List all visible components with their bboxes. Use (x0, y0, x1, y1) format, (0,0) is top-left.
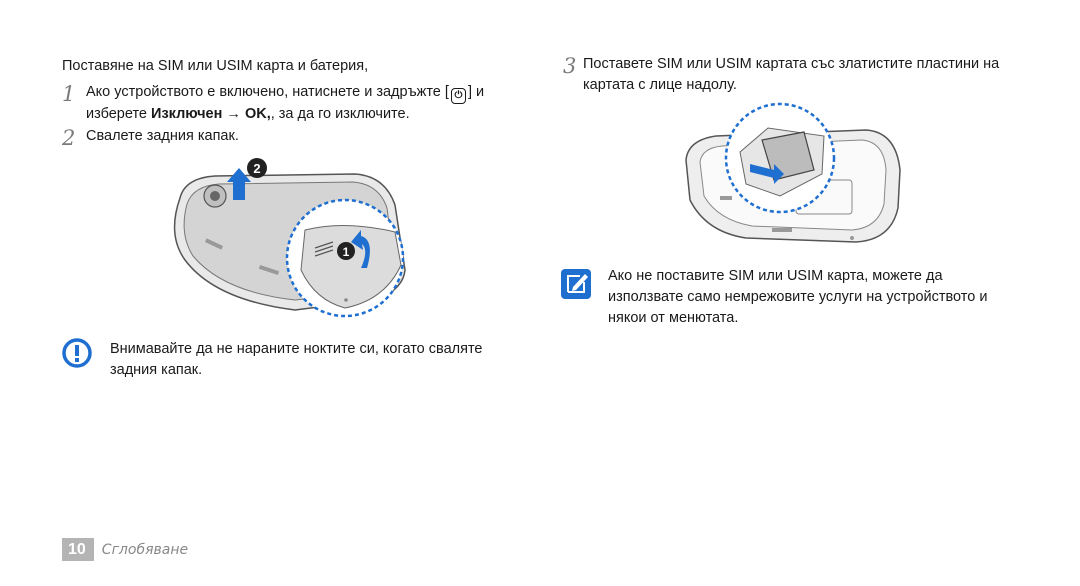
callout-2 (247, 158, 267, 178)
step-2-text: Свалете задния капак. (86, 128, 239, 144)
step-3-text: Поставете SIM или USIM картата със злати… (583, 54, 1023, 96)
side-key-2 (258, 265, 280, 275)
ok-option: OK, (244, 106, 271, 122)
insert-sim-illustration (685, 102, 901, 243)
remove-back-cover-illustration: 2 1 (173, 158, 406, 318)
insert-arrow-icon (750, 164, 784, 184)
note-line-3: някои от менютата. (608, 310, 739, 326)
note-text: Ако не поставите SIM или USIM карта, мож… (608, 266, 1038, 329)
pry-arrow-icon (351, 230, 370, 268)
side-key (204, 238, 224, 250)
page-number: 10 (62, 538, 94, 561)
caution-line-1: Внимавайте да не нараните ноктите си, ко… (110, 341, 483, 357)
step-1-line-2: изберете Изключен → OK,, за да го изключ… (86, 104, 526, 125)
step-1-line-1: Ако устройството е включено, натиснете и… (86, 82, 526, 104)
step-2-number: 2 (62, 126, 76, 150)
caution-line-2: задния капак. (110, 362, 203, 378)
power-key-icon: ⏻ (450, 88, 466, 104)
step-1-line-1-post: ] и (467, 84, 485, 100)
lift-arrow-icon (227, 168, 251, 200)
section-name: Сглобяване (101, 541, 189, 558)
callout-2-label: 2 (253, 161, 260, 176)
note-icon (561, 269, 591, 299)
step-1-line-2-post: , за да го изключите. (270, 106, 410, 122)
camera-lens-inner (210, 191, 220, 201)
note-line-2: използвате само немрежовите услуги на ус… (608, 289, 988, 305)
section-heading: Поставяне на SIM или USIM карта и батери… (62, 58, 369, 74)
callout-1-label: 1 (343, 245, 350, 259)
step-3-number: 3 (563, 54, 577, 78)
caution-text: Внимавайте да не нараните ноктите си, ко… (110, 339, 530, 381)
side-key (720, 196, 732, 200)
zoom-cover-detail (300, 225, 402, 309)
menu-option-power-off: Изключен (151, 106, 223, 122)
step-1-line-1-pre: Ако устройството е включено, натиснете и… (86, 84, 449, 100)
arrow-glyph: → (222, 106, 245, 122)
note-line-1: Ако не поставите SIM или USIM карта, мож… (608, 268, 943, 284)
step-3-line-1: Поставете SIM или USIM картата със злати… (583, 56, 1000, 72)
step-1-line-2-pre: изберете (86, 106, 152, 122)
step-1-number: 1 (62, 82, 76, 106)
page-footer: 10 Сглобяване (62, 538, 188, 561)
connector-dot (850, 236, 854, 240)
step-1-text: Ако устройството е включено, натиснете и… (86, 82, 526, 125)
caution-icon (62, 338, 92, 368)
speaker-grille (314, 241, 334, 257)
side-key-2 (772, 228, 792, 232)
callout-1 (337, 242, 355, 260)
step-3-line-2: картата с лице надолу. (583, 77, 737, 93)
cover-hole (344, 298, 348, 302)
